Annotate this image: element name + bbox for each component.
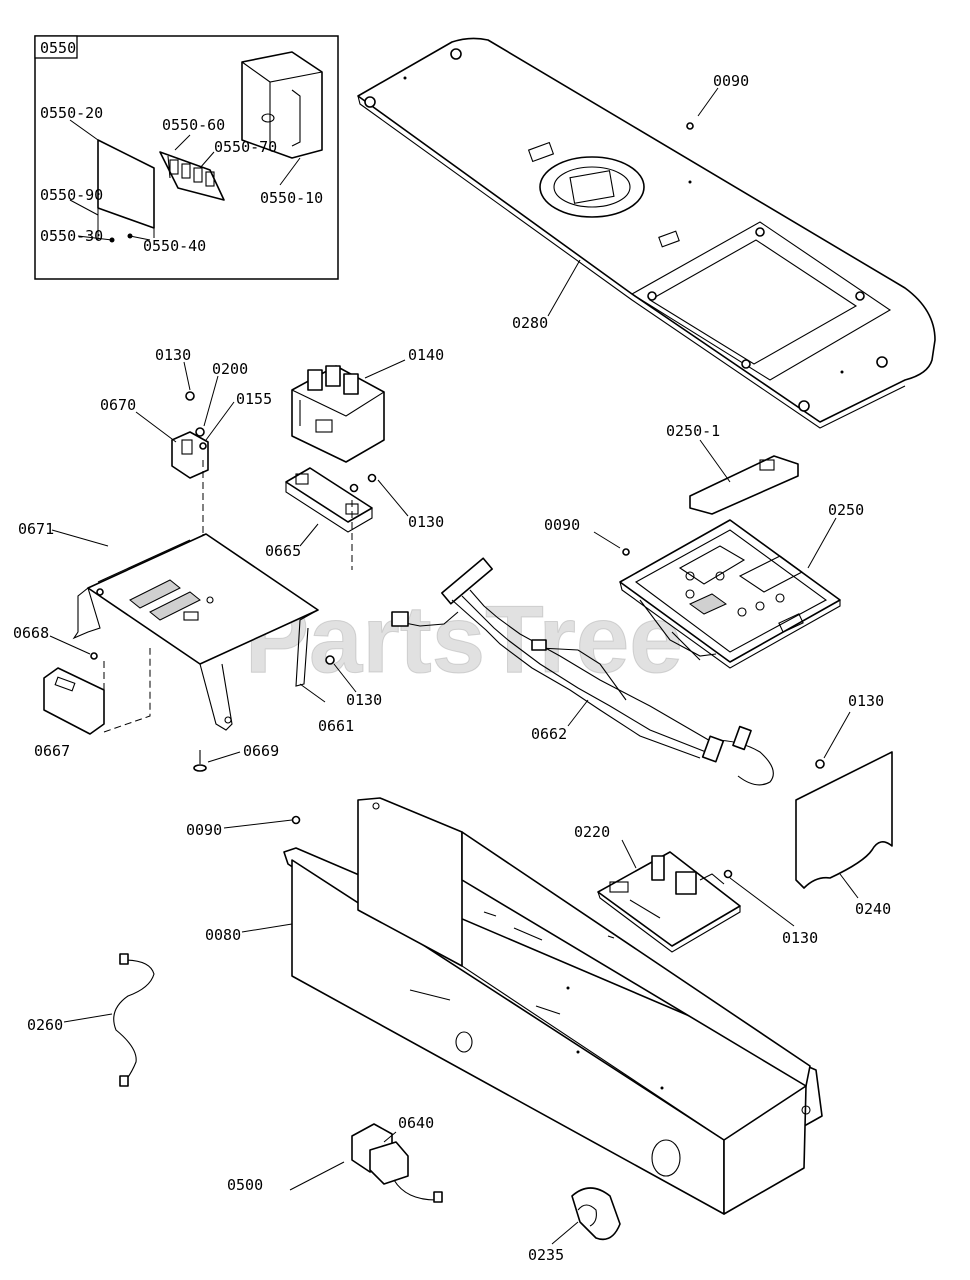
label-0130-d: 0130 (848, 692, 884, 710)
label-0130-b: 0130 (408, 513, 444, 531)
label-0130-c: 0130 (346, 691, 382, 709)
terminal-block-0550-60 (159, 151, 225, 201)
label-0671: 0671 (18, 520, 54, 538)
control-board-0220 (597, 851, 741, 953)
label-0130-a: 0130 (155, 346, 191, 364)
screw-0130-a (185, 391, 195, 401)
top-panel-0280 (357, 37, 936, 429)
mounting-plate-0661 (72, 533, 319, 731)
bracket-0670 (171, 431, 209, 479)
screw-0090-low (291, 815, 301, 825)
screw-0671 (96, 588, 104, 596)
label-0550-30: 0550-30 (40, 227, 103, 245)
relay-bracket-0665 (285, 467, 373, 533)
label-0090-top: 0090 (713, 72, 749, 90)
nut-0130-c (325, 655, 335, 665)
console-base-0080 (283, 797, 823, 1215)
cover-plate-0550-20 (97, 139, 155, 229)
label-0550-10: 0550-10 (260, 189, 323, 207)
screw-0668 (90, 652, 98, 660)
label-0250-1: 0250-1 (666, 422, 720, 440)
label-0200: 0200 (212, 360, 248, 378)
nut-0130-d (815, 759, 825, 769)
label-0140: 0140 (408, 346, 444, 364)
label-0080: 0080 (205, 926, 241, 944)
contactor-0140 (291, 365, 385, 463)
control-panel-0250 (619, 519, 841, 669)
label-0250: 0250 (828, 501, 864, 519)
label-0260: 0260 (27, 1016, 63, 1034)
screw-0669 (193, 750, 207, 772)
nut-0155 (199, 442, 207, 450)
label-0668: 0668 (13, 624, 49, 642)
label-0667: 0667 (34, 742, 70, 760)
label-0090-low: 0090 (186, 821, 222, 839)
control-board-0250-1 (689, 455, 799, 515)
screw-0090-mid (622, 548, 630, 556)
label-0669: 0669 (243, 742, 279, 760)
screw-0090-top (686, 122, 694, 130)
inset-0550: 0550 0550-2 (34, 35, 339, 280)
switch-0640 (351, 1123, 443, 1203)
label-0500: 0500 (227, 1176, 263, 1194)
label-0130-e: 0130 (782, 929, 818, 947)
inset-title: 0550 (40, 39, 76, 57)
junction-box-0550-10 (241, 51, 323, 159)
cover-0240 (795, 751, 893, 889)
sensor-wire-0260 (113, 953, 155, 1087)
nut-0130-e (723, 869, 733, 879)
label-0220: 0220 (574, 823, 610, 841)
label-0550-70: 0550-70 (214, 138, 277, 156)
screw-0130-b1 (349, 483, 359, 493)
label-0550-40: 0550-40 (143, 237, 206, 255)
label-0665: 0665 (265, 542, 301, 560)
screw-0130-b2 (367, 473, 377, 483)
label-0670: 0670 (100, 396, 136, 414)
label-0550-20: 0550-20 (40, 104, 103, 122)
label-0155: 0155 (236, 390, 272, 408)
label-0550-90: 0550-90 (40, 186, 103, 204)
ferrite-core-0235 (571, 1187, 621, 1241)
label-0640: 0640 (398, 1114, 434, 1132)
label-0550-60: 0550-60 (162, 116, 225, 134)
label-0090-mid: 0090 (544, 516, 580, 534)
label-0235: 0235 (528, 1246, 564, 1264)
label-0661: 0661 (318, 717, 354, 735)
label-0240: 0240 (855, 900, 891, 918)
wire-harness-0662 (391, 557, 774, 786)
label-plate-0667 (43, 667, 105, 735)
label-0280: 0280 (512, 314, 548, 332)
label-0662: 0662 (531, 725, 567, 743)
watermark: PartsTree (245, 586, 683, 693)
washer-0200 (195, 427, 205, 437)
